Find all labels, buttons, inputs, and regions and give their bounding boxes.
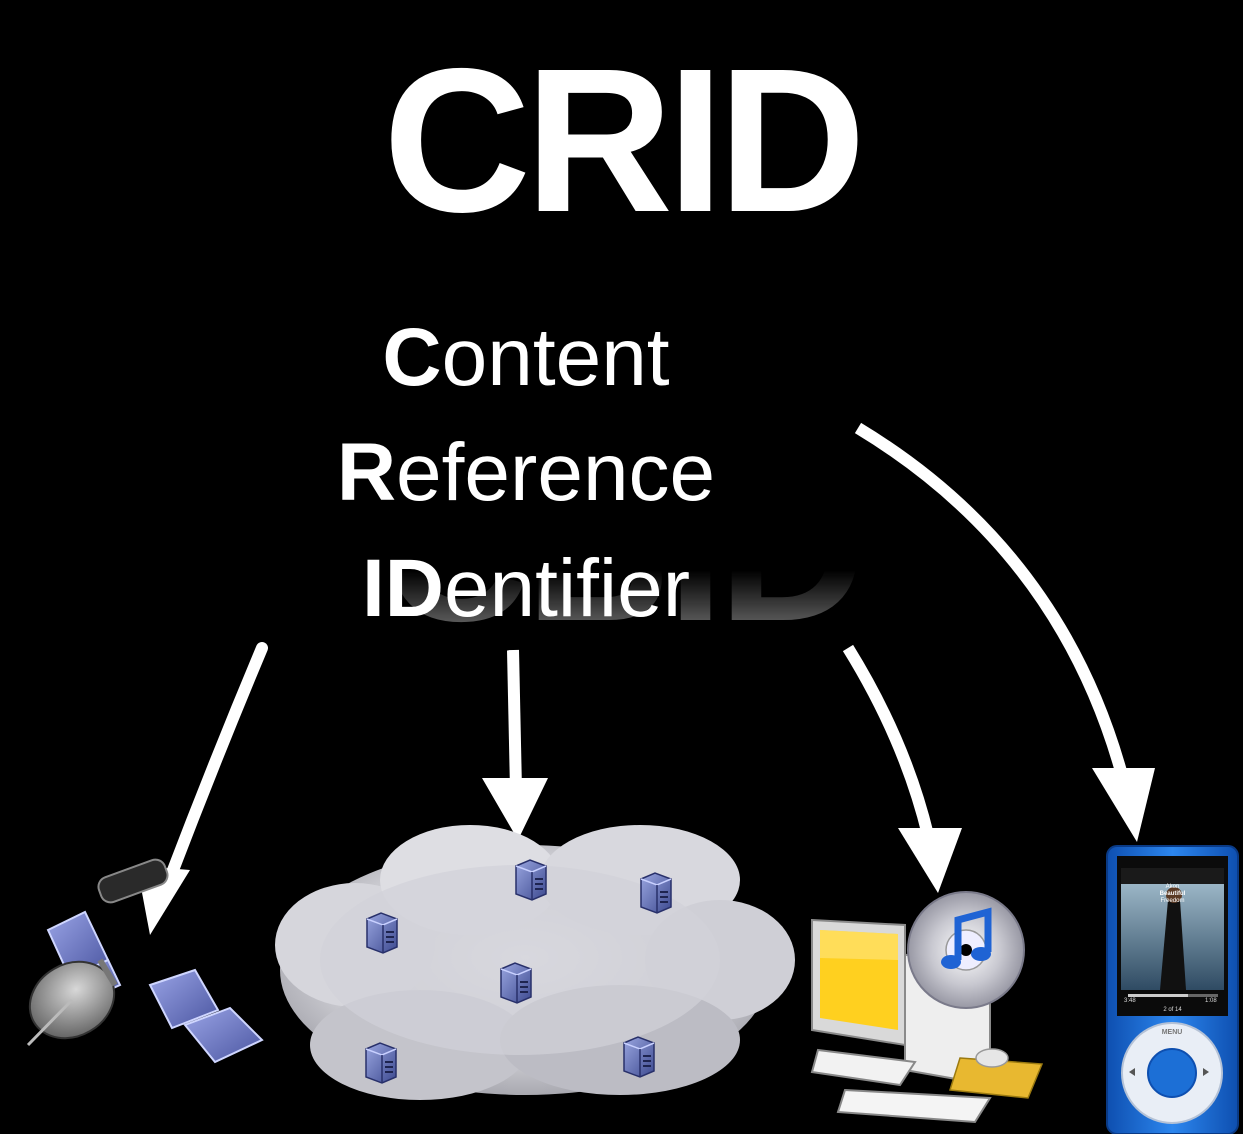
ipod-remaining: 1:08: [1205, 998, 1217, 1004]
ipod-album: Freedom: [1160, 898, 1185, 904]
ipod-elapsed: 3:48: [1124, 998, 1136, 1004]
ipod-song: Beautiful: [1159, 891, 1186, 897]
ipod-nano-icon: [1106, 845, 1239, 1134]
title-crid: CRID: [382, 26, 866, 255]
acronym-letter: C: [382, 312, 442, 403]
acronym-rest: entifier: [443, 543, 691, 634]
satellite-icon: [26, 858, 264, 1064]
arrow-to-computer: [842, 644, 962, 893]
acronym-rest: eference: [396, 427, 716, 518]
acronym-letter: R: [336, 427, 397, 518]
arrow-to-cloud: [482, 649, 548, 840]
acronym-rest: ontent: [441, 312, 670, 403]
server-cloud-icon: [275, 825, 795, 1100]
acronym-line-identifier: IDentifier: [0, 544, 1052, 634]
arrow-to-satellite: [140, 642, 268, 935]
ipod-track-count: 2 of 14: [1163, 1007, 1182, 1013]
ipod-artist: Akon: [1165, 884, 1180, 890]
ipod-menu-label: MENU: [1161, 1029, 1183, 1036]
arrow-to-ipod: [854, 422, 1155, 842]
ipod-screen-header: Akon Beautiful Freedom: [1121, 884, 1224, 905]
acronym-line-content: Content: [0, 313, 1052, 403]
acronym-line-reference: Reference: [0, 428, 1052, 518]
acronym-letter: ID: [361, 543, 444, 634]
desktop-computer-with-itunes-icon: [810, 891, 1044, 1124]
